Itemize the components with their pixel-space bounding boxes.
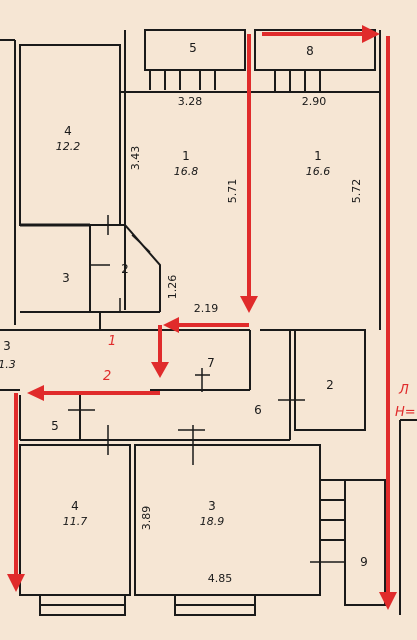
room-5-top-number: 5 xyxy=(189,41,197,55)
room-3-left-area: 1.3 xyxy=(0,358,16,371)
room-4-bottom-number: 4 xyxy=(71,499,79,513)
room-1a-number: 1 xyxy=(182,149,190,163)
side-label-bottom: Н= xyxy=(395,405,416,420)
dimension-4-85: 4.85 xyxy=(208,572,233,585)
dimension-3-89: 3.89 xyxy=(140,506,153,531)
door-marks xyxy=(68,215,345,563)
room-5-mid-number: 5 xyxy=(51,419,59,433)
room-4-bottom-area: 11.7 xyxy=(63,515,88,528)
dimension-5-72: 5.72 xyxy=(350,179,363,204)
room-1b-area: 16.6 xyxy=(306,165,331,178)
room-4-top-number: 4 xyxy=(64,124,72,138)
room-4-top-area: 12.2 xyxy=(56,140,81,153)
route-labels: 1 2 Л Н= xyxy=(103,334,416,420)
room-3-bottom-number: 3 xyxy=(208,499,216,513)
room-7-number: 7 xyxy=(207,356,215,370)
dimension-3-43: 3.43 xyxy=(129,146,142,171)
room-2-small-number: 2 xyxy=(121,262,129,276)
dimension-3-28: 3.28 xyxy=(178,95,203,108)
dimension-5-71: 5.71 xyxy=(226,179,239,204)
dimension-labels: 3.28 2.90 3.43 5.71 5.72 1.26 2.19 3.89 … xyxy=(129,95,363,585)
dimension-2-90: 2.90 xyxy=(302,95,327,108)
room-6-number: 6 xyxy=(254,403,262,417)
room-3-bottom-area: 18.9 xyxy=(200,515,225,528)
room-9-number: 9 xyxy=(360,555,368,569)
dimension-2-19: 2.19 xyxy=(194,302,219,315)
route-label-1: 1 xyxy=(108,334,116,349)
dimension-1-26: 1.26 xyxy=(166,275,179,300)
room-1a-area: 16.8 xyxy=(174,165,199,178)
side-label-top: Л xyxy=(398,383,409,398)
room-8-top-number: 8 xyxy=(306,44,314,58)
route-label-2: 2 xyxy=(103,369,111,384)
room-3-small-number: 3 xyxy=(62,271,70,285)
route-arrows xyxy=(7,25,397,610)
room-labels: 5 8 4 12.2 1 16.8 1 16.6 3 2 3 1.3 7 2 6… xyxy=(0,41,368,569)
room-2-right-number: 2 xyxy=(326,378,334,392)
room-1b-number: 1 xyxy=(314,149,322,163)
room-3-left-number: 3 xyxy=(3,339,11,353)
